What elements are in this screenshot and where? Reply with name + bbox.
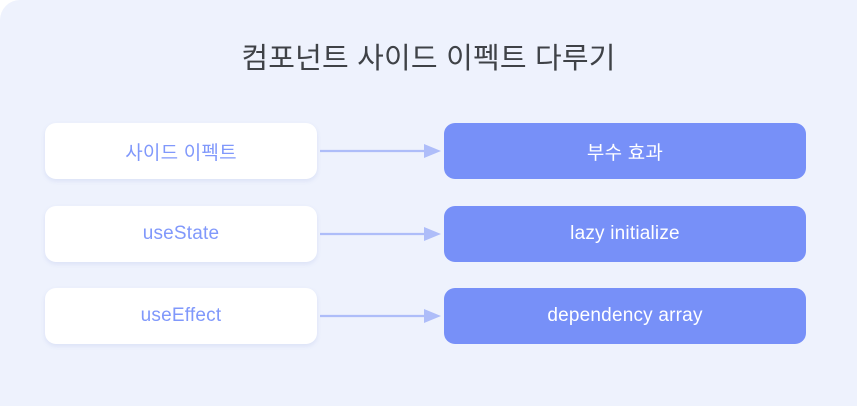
target-box-label: 부수 효과 <box>586 142 664 164</box>
source-box-useeffect[interactable]: useEffect <box>45 288 317 344</box>
target-box-label: lazy initialize <box>570 223 680 244</box>
target-box-label: dependency array <box>547 305 703 326</box>
target-box-dependency-array[interactable]: dependency array <box>444 288 806 344</box>
source-box-label: useEffect <box>140 305 222 326</box>
source-box-label: useState <box>142 223 220 244</box>
page-title: 컴포넌트 사이드 이펙트 다루기 <box>241 43 616 75</box>
target-box-side-effect[interactable]: 부수 효과 <box>444 123 806 179</box>
diagram-row: 사이드 이펙트 부수 효과 <box>0 123 857 179</box>
source-box-label: 사이드 이펙트 <box>125 142 237 164</box>
arrow-right-icon <box>320 309 441 323</box>
source-box-usestate[interactable]: useState <box>45 206 317 262</box>
diagram-row: useEffect dependency array <box>0 288 857 344</box>
arrow-right-icon <box>320 227 441 241</box>
arrow-right-icon <box>320 144 441 158</box>
diagram-row: useState lazy initialize <box>0 206 857 262</box>
target-box-lazy-initialize[interactable]: lazy initialize <box>444 206 806 262</box>
source-box-side-effect[interactable]: 사이드 이펙트 <box>45 123 317 179</box>
